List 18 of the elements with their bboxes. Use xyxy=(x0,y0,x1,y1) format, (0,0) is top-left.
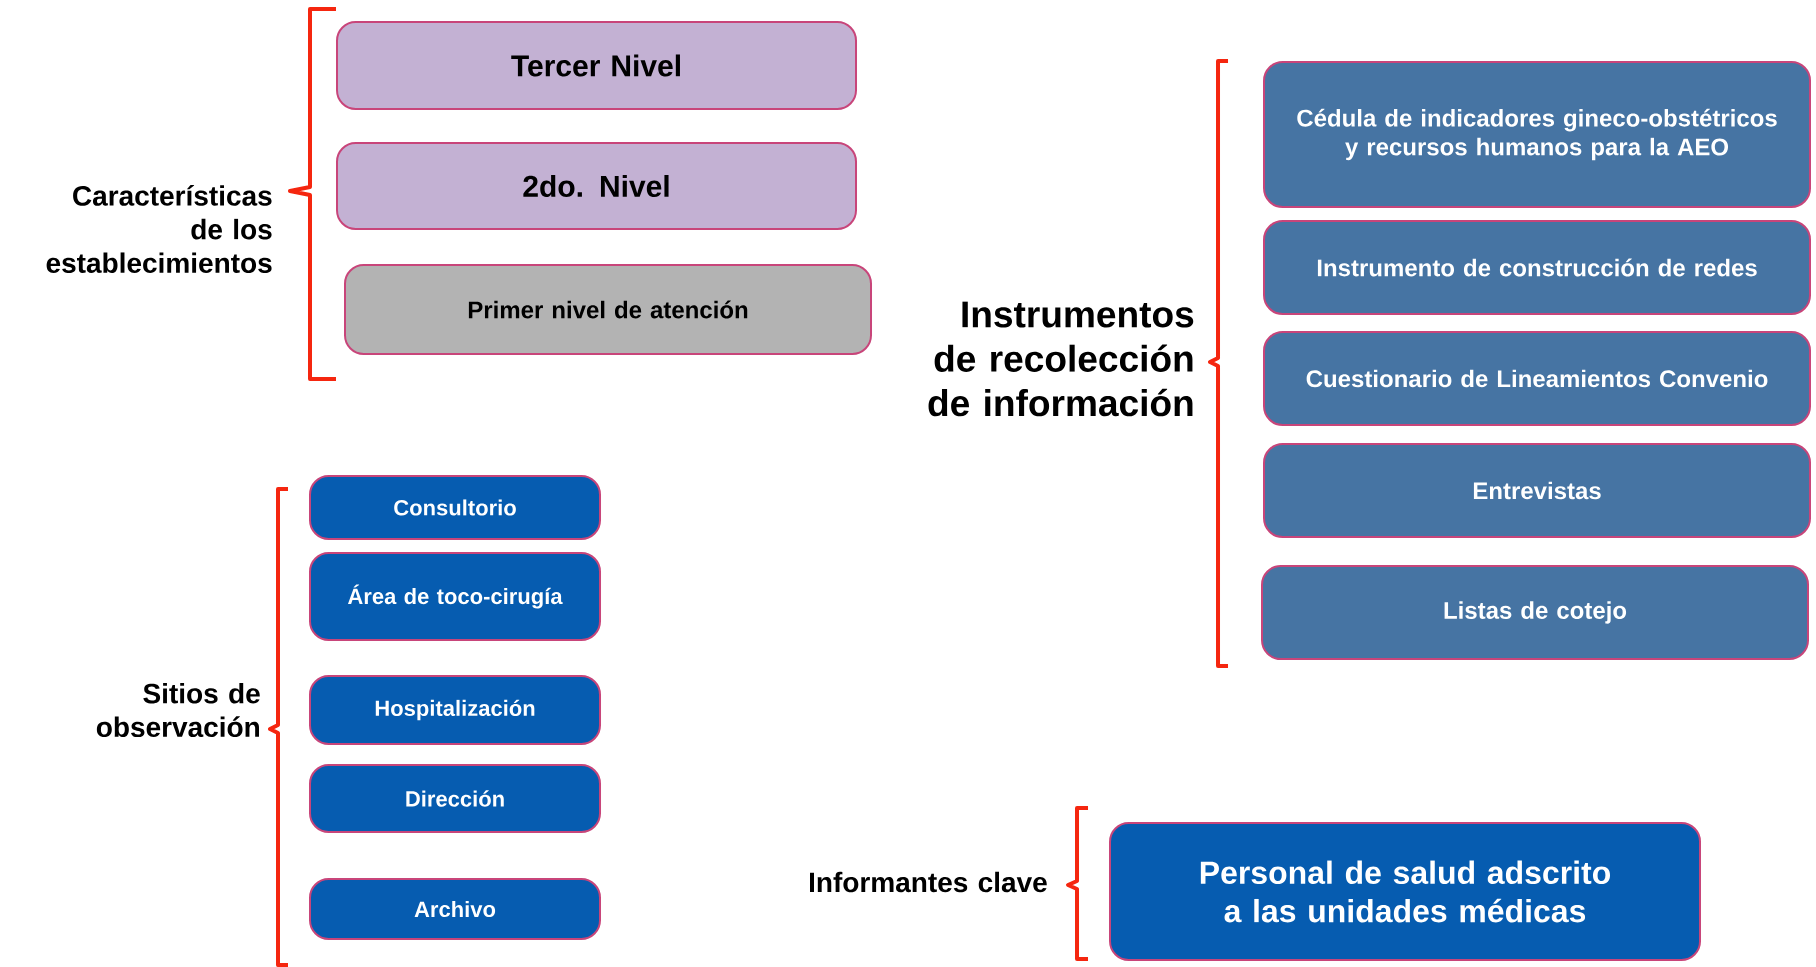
text-box: Dirección xyxy=(309,764,601,833)
text-box: 2do. Nivel xyxy=(336,142,857,230)
group-heading: Instrumentos de recolección de información xyxy=(928,301,1194,417)
text-box: Hospitalización xyxy=(309,675,601,745)
text-box: Personal de salud adscrito a las unidades médicas xyxy=(1109,822,1701,961)
text-box: Consultorio xyxy=(309,475,601,540)
group-heading: Sitios de observación xyxy=(96,682,260,738)
text-box: Primer nivel de atención xyxy=(344,264,872,355)
text-box: Archivo xyxy=(309,878,601,940)
text-box: Cédula de indicadores gineco-obstétricos y recursos humanos para la AEO xyxy=(1263,61,1811,208)
text-box: Listas de cotejo xyxy=(1261,565,1810,660)
text-box: Área de toco-cirugía xyxy=(309,552,601,641)
group-heading: Informantes clave xyxy=(810,871,1047,893)
text-box: Tercer Nivel xyxy=(336,21,857,110)
text-box: Entrevistas xyxy=(1263,443,1811,538)
group-heading: Características de los establecimientos xyxy=(46,185,272,273)
text-box: Cuestionario de Lineamientos Convenio xyxy=(1263,331,1811,426)
text-box: Instrumento de construcción de redes xyxy=(1263,220,1811,315)
